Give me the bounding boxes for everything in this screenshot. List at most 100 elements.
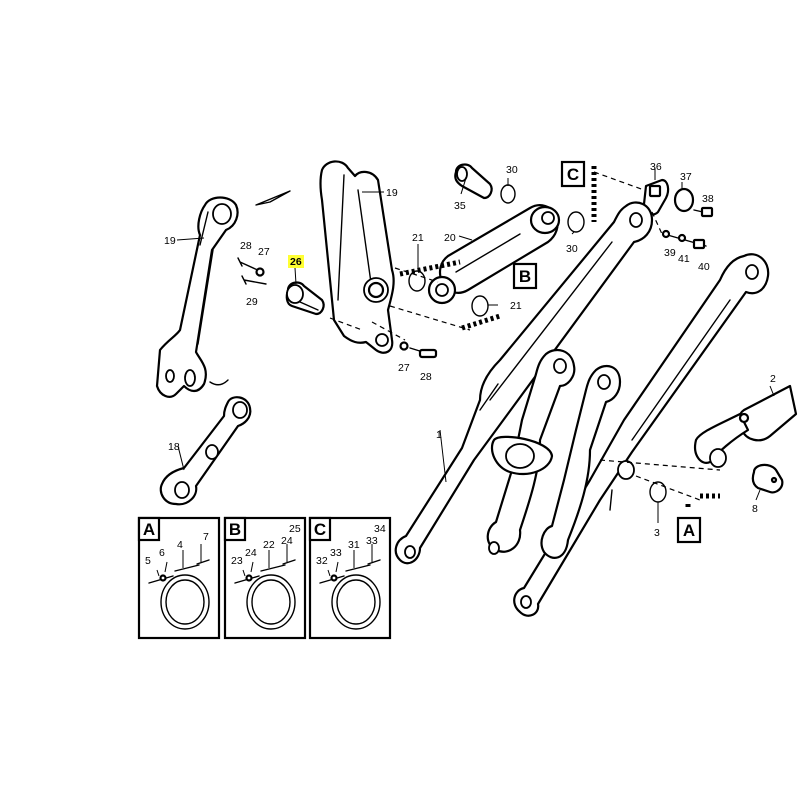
leader-line [242,569,246,577]
callout-21-lower[interactable]: 21 [510,300,522,312]
detail-callout-bolt[interactable]: 5 [145,555,151,567]
direction-arrow-mark [255,190,291,206]
hydraulic-cylinder-part-20[interactable] [427,204,561,305]
callout-29[interactable]: 29 [246,296,258,308]
callout-30-upper[interactable]: 30 [506,164,518,176]
detail-box-letter: C [314,520,326,539]
leader-line [156,569,160,577]
bolt-part-38[interactable] [693,206,714,218]
callout-38[interactable]: 38 [702,193,714,205]
leader-line [164,561,168,573]
section-marker-c: C [560,160,586,188]
detail-callout-bolt[interactable]: 32 [316,555,328,567]
section-marker-b: B [512,262,538,290]
callout-21-upper[interactable]: 21 [412,232,424,244]
svg-text:A: A [683,521,695,540]
inner-arm-bracket-right[interactable] [540,364,622,559]
detail-callout-bolt[interactable]: 23 [231,555,243,567]
leader-line [327,569,331,577]
washer-part-37[interactable] [673,187,695,213]
washer [245,574,253,582]
screw[interactable] [282,559,296,565]
detail-callout-washer[interactable]: 6 [159,547,165,559]
detail-box-letter-frame [137,516,161,542]
callout-35[interactable]: 35 [454,200,466,212]
section-marker-a: A [676,516,702,544]
detail-callout-clamp[interactable]: 22 [263,539,275,551]
callout-40[interactable]: 40 [698,261,710,273]
callout-3[interactable]: 3 [654,527,660,539]
screw[interactable] [367,559,381,565]
screw[interactable] [196,559,210,565]
detail-box-letter: B [229,520,241,539]
callout-37[interactable]: 37 [680,171,692,183]
lift-arm-part-1[interactable] [394,201,654,565]
callout-28-left[interactable]: 28 [240,240,252,252]
callout-19-crank[interactable]: 19 [386,187,398,199]
pin-part-35[interactable] [454,163,493,200]
washer [330,574,338,582]
detail-box-a: A 564 7 [137,516,221,640]
bell-crank-part-19[interactable] [319,160,395,354]
bolt-part-28-left[interactable] [237,257,265,277]
detail-box-letter-frame [308,516,332,542]
detail-box-frame [308,516,392,640]
detail-box-letter: A [143,520,155,539]
washer [159,574,167,582]
o-ring-inner [251,579,291,625]
right-cylinder-part-2[interactable] [694,384,798,468]
pin-part-8[interactable] [751,463,784,494]
o-ring-outer[interactable] [160,574,210,630]
detail-callout-washer[interactable]: 33 [330,547,342,559]
detail-callout-washer[interactable]: 24 [245,547,257,559]
callout-39[interactable]: 39 [664,247,676,259]
pin-part-26[interactable] [285,281,325,316]
bolt-part-29[interactable] [241,275,267,285]
detail-callout-screw[interactable]: 7 [203,531,209,543]
detail-callout-clamp[interactable]: 31 [348,539,360,551]
o-ring-part-3[interactable] [649,481,667,503]
o-ring-part-30-lower[interactable] [567,211,585,233]
callout-28-right[interactable]: 28 [420,371,432,383]
o-ring-part-21-upper[interactable] [408,270,426,292]
o-ring-outer[interactable] [331,574,381,630]
clamp[interactable] [345,564,371,572]
callout-2[interactable]: 2 [770,373,776,385]
detail-callout-screw[interactable]: 25 [289,523,301,535]
bolt-part-28-right[interactable] [399,341,438,359]
bolt-part-40[interactable] [661,229,707,250]
svg-text:B: B [519,267,531,286]
lower-link-part-18[interactable] [159,396,252,506]
callout-8[interactable]: 8 [752,503,758,515]
callout-27-right[interactable]: 27 [398,362,410,374]
o-ring-outer[interactable] [246,574,296,630]
callout-1[interactable]: 1 [436,429,442,441]
o-ring-inner [165,579,205,625]
callout-20[interactable]: 20 [444,232,456,244]
callout-36[interactable]: 36 [650,161,662,173]
leader-line [250,561,254,573]
lift-arm-part-2[interactable] [513,253,770,617]
detail-callout-nut[interactable]: 24 [281,535,293,547]
detail-callout-nut[interactable]: 33 [366,535,378,547]
link-rod-part-19[interactable] [155,196,239,398]
o-ring-part-21-lower[interactable] [471,295,489,317]
callout-27-left[interactable]: 27 [258,246,270,258]
detail-callout-screw[interactable]: 34 [374,523,386,535]
callout-19-link[interactable]: 19 [164,235,176,247]
callout-30-lower[interactable]: 30 [566,243,578,255]
detail-callout-clamp[interactable]: 4 [177,539,183,551]
clamp[interactable] [174,564,200,572]
callout-41[interactable]: 41 [678,253,690,265]
callout-18[interactable]: 18 [168,441,180,453]
clamp[interactable] [260,564,286,572]
detail-box-frame [223,516,307,640]
leader-line [335,561,339,573]
o-ring-part-30-upper[interactable] [500,184,516,204]
cross-tube-end [505,443,535,469]
detail-box-letter-frame [223,516,247,542]
callout-26[interactable]: 26 [290,256,302,268]
